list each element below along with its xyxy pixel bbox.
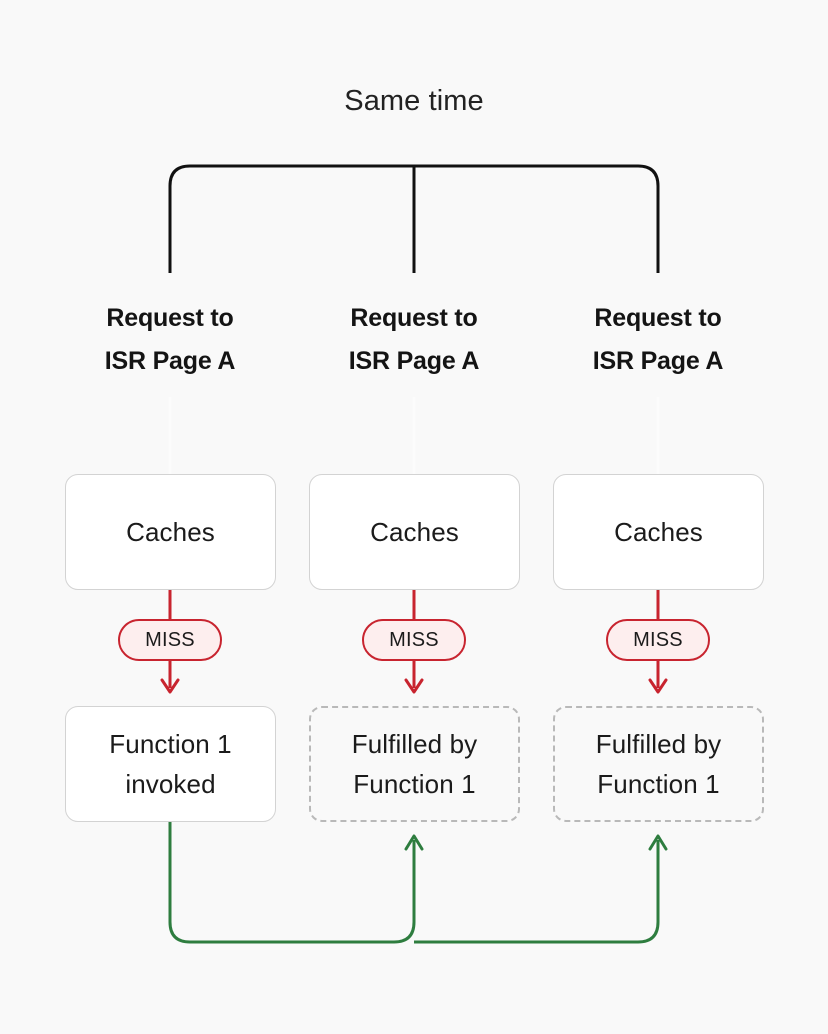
column-heading-1: Request to ISR Page A [50,297,290,383]
result-box-3-line1: Fulfilled by [595,729,722,759]
caches-box-3[interactable]: Caches [553,474,764,590]
column-heading-1-line1: Request to [106,304,234,332]
miss-badge-1[interactable]: MISS [118,619,222,661]
result-box-2-line1: Fulfilled by [351,729,478,759]
return-arrowhead-column-3 [648,834,668,851]
result-box-1-text: Function 1 invoked [109,724,231,804]
arrow-miss-to-result-1 [160,661,180,694]
miss-badge-2-label: MISS [389,628,439,651]
arrow-miss-to-result-3 [648,661,668,694]
miss-badge-1-label: MISS [145,628,195,651]
column-heading-2: Request to ISR Page A [294,297,534,383]
column-heading-3-line1: Request to [594,304,722,332]
result-box-3-text: Fulfilled by Function 1 [596,724,721,804]
result-box-3[interactable]: Fulfilled by Function 1 [553,706,764,822]
bracket-top [168,164,660,273]
same-time-title: Same time [344,85,484,117]
caches-box-1-label: Caches [126,517,215,547]
miss-badge-2[interactable]: MISS [362,619,466,661]
return-arrowhead-column-2 [404,834,424,851]
result-box-2-text: Fulfilled by Function 1 [352,724,477,804]
column-heading-3-line2: ISR Page A [592,347,724,375]
result-box-1-line1: Function 1 [109,729,232,759]
result-box-1[interactable]: Function 1 invoked [65,706,276,822]
column-heading-2-line1: Request to [350,304,478,332]
arrow-miss-to-result-2 [404,661,424,694]
result-box-1-line2: invoked [125,769,216,799]
miss-badge-3-label: MISS [633,628,683,651]
caches-box-2-label: Caches [370,517,459,547]
return-path-to-column-2 [168,822,416,944]
caches-box-1[interactable]: Caches [65,474,276,590]
column-heading-3: Request to ISR Page A [538,297,778,383]
return-path-to-column-3 [414,840,660,944]
column-heading-1-line2: ISR Page A [104,347,236,375]
result-box-3-line2: Function 1 [597,769,720,799]
caches-box-3-label: Caches [614,517,703,547]
result-box-2-line2: Function 1 [353,769,476,799]
miss-badge-3[interactable]: MISS [606,619,710,661]
caches-box-2[interactable]: Caches [309,474,520,590]
result-box-2[interactable]: Fulfilled by Function 1 [309,706,520,822]
column-heading-2-line2: ISR Page A [348,347,480,375]
